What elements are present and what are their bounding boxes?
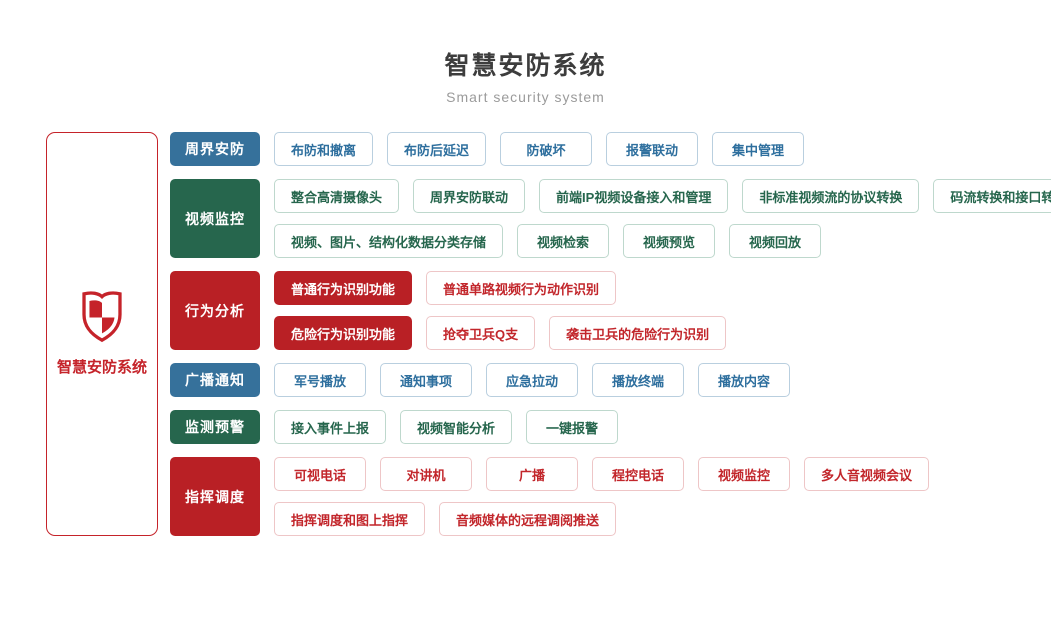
feature-row: 周界安防布防和撤离布防后延迟防破坏报警联动集中管理 <box>170 132 1051 166</box>
feature-item: 军号播放 <box>274 363 366 397</box>
feature-item: 报警联动 <box>606 132 699 166</box>
feature-line: 整合高清摄像头周界安防联动前端IP视频设备接入和管理非标准视频流的协议转换码流转… <box>274 179 1051 213</box>
feature-lines: 布防和撤离布防后延迟防破坏报警联动集中管理 <box>274 132 805 166</box>
feature-line: 普通行为识别功能普通单路视频行为动作识别 <box>274 271 726 305</box>
feature-item: 视频、图片、结构化数据分类存储 <box>274 224 504 258</box>
feature-item: 播放终端 <box>592 363 684 397</box>
feature-item: 抢夺卫兵Q支 <box>426 316 536 350</box>
feature-item: 袭击卫兵的危险行为识别 <box>549 316 727 350</box>
feature-line: 指挥调度和图上指挥音频媒体的远程调阅推送 <box>274 502 929 536</box>
category-label: 监测预警 <box>170 410 260 444</box>
feature-item: 多人音视频会议 <box>804 457 930 491</box>
page-header: 智慧安防系统 Smart security system <box>0 0 1051 105</box>
feature-line: 可视电话对讲机广播程控电话视频监控多人音视频会议 <box>274 457 930 491</box>
feature-item: 接入事件上报 <box>274 410 387 444</box>
page-title: 智慧安防系统 <box>444 52 607 80</box>
category-label: 视频监控 <box>170 179 260 258</box>
feature-item: 广播 <box>486 457 578 491</box>
feature-line: 接入事件上报视频智能分析一键报警 <box>274 410 619 444</box>
feature-item: 程控电话 <box>592 457 684 491</box>
feature-lines: 可视电话对讲机广播程控电话视频监控多人音视频会议指挥调度和图上指挥音频媒体的远程… <box>274 457 930 536</box>
feature-item: 通知事项 <box>380 363 472 397</box>
feature-item: 指挥调度和图上指挥 <box>274 502 426 536</box>
root-label: 智慧安防系统 <box>56 359 147 376</box>
feature-item: 防破坏 <box>500 132 593 166</box>
feature-item: 一键报警 <box>526 410 619 444</box>
feature-lines: 整合高清摄像头周界安防联动前端IP视频设备接入和管理非标准视频流的协议转换码流转… <box>274 179 1051 258</box>
feature-row: 指挥调度可视电话对讲机广播程控电话视频监控多人音视频会议指挥调度和图上指挥音频媒… <box>170 457 1051 536</box>
feature-item: 播放内容 <box>698 363 790 397</box>
feature-item: 普通单路视频行为动作识别 <box>426 271 617 305</box>
feature-rows: 周界安防布防和撤离布防后延迟防破坏报警联动集中管理视频监控整合高清摄像头周界安防… <box>170 132 1051 536</box>
feature-item: 对讲机 <box>380 457 472 491</box>
feature-line: 军号播放通知事项应急拉动播放终端播放内容 <box>274 363 790 397</box>
feature-row: 视频监控整合高清摄像头周界安防联动前端IP视频设备接入和管理非标准视频流的协议转… <box>170 179 1051 258</box>
feature-lines: 接入事件上报视频智能分析一键报警 <box>274 410 619 444</box>
feature-item: 整合高清摄像头 <box>274 179 400 213</box>
category-label: 指挥调度 <box>170 457 260 536</box>
feature-item: 应急拉动 <box>486 363 578 397</box>
category-label: 周界安防 <box>170 132 260 166</box>
feature-item: 可视电话 <box>274 457 366 491</box>
category-label: 行为分析 <box>170 271 260 350</box>
feature-item: 视频监控 <box>698 457 790 491</box>
feature-item: 视频回放 <box>729 224 822 258</box>
feature-row: 广播通知军号播放通知事项应急拉动播放终端播放内容 <box>170 363 1051 397</box>
feature-lines: 军号播放通知事项应急拉动播放终端播放内容 <box>274 363 790 397</box>
feature-lines: 普通行为识别功能普通单路视频行为动作识别危险行为识别功能抢夺卫兵Q支袭击卫兵的危… <box>274 271 727 350</box>
feature-item: 非标准视频流的协议转换 <box>742 179 920 213</box>
page-subtitle: Smart security system <box>446 89 605 105</box>
feature-item: 视频检索 <box>517 224 610 258</box>
feature-line: 视频、图片、结构化数据分类存储视频检索视频预览视频回放 <box>274 224 1051 258</box>
feature-item: 集中管理 <box>712 132 805 166</box>
category-label: 广播通知 <box>170 363 260 397</box>
feature-item: 危险行为识别功能 <box>274 316 413 350</box>
feature-row: 监测预警接入事件上报视频智能分析一键报警 <box>170 410 1051 444</box>
feature-item: 布防和撤离 <box>274 132 374 166</box>
feature-item: 普通行为识别功能 <box>274 271 413 305</box>
feature-line: 布防和撤离布防后延迟防破坏报警联动集中管理 <box>274 132 805 166</box>
feature-item: 视频预览 <box>623 224 716 258</box>
feature-line: 危险行为识别功能抢夺卫兵Q支袭击卫兵的危险行为识别 <box>274 316 727 350</box>
feature-item: 音频媒体的远程调阅推送 <box>439 502 617 536</box>
feature-row: 行为分析普通行为识别功能普通单路视频行为动作识别危险行为识别功能抢夺卫兵Q支袭击… <box>170 271 1051 350</box>
root-node: 智慧安防系统 <box>46 132 158 536</box>
feature-item: 前端IP视频设备接入和管理 <box>539 179 729 213</box>
feature-item: 周界安防联动 <box>413 179 526 213</box>
feature-item: 视频智能分析 <box>400 410 513 444</box>
shield-icon <box>82 291 122 343</box>
diagram: 智慧安防系统 周界安防布防和撤离布防后延迟防破坏报警联动集中管理视频监控整合高清… <box>46 132 1051 536</box>
feature-item: 码流转换和接口转换 <box>933 179 1051 213</box>
feature-item: 布防后延迟 <box>387 132 487 166</box>
